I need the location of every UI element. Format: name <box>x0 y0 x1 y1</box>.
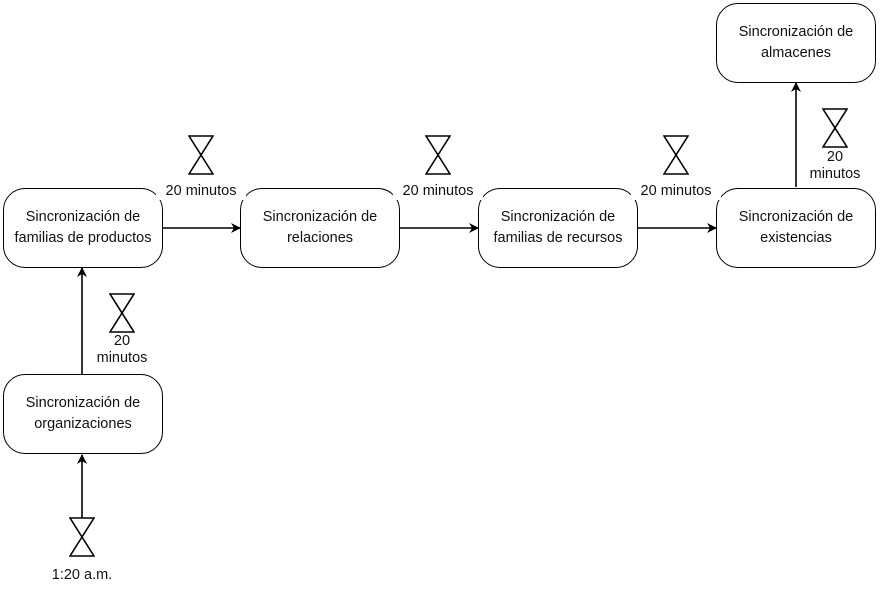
timer-label-stocks-to-warehouses-line1: 20 <box>826 149 844 165</box>
node-relations-line2: relaciones <box>286 230 354 246</box>
timer-label-stocks-to-warehouses-line2: minutos <box>809 166 861 182</box>
node-organizations-sync: Sincronización de organizaciones <box>3 374 163 454</box>
timer-label-org-to-products-line1: 20 <box>113 333 131 349</box>
hourglass-icon <box>822 108 848 148</box>
timer-label-start: 1:20 a.m. <box>42 567 122 584</box>
timer-label-org-to-products-line2: minutos <box>96 350 148 366</box>
node-stocks-line2: existencias <box>760 230 832 246</box>
node-relations-sync: Sincronización de relaciones <box>240 188 400 268</box>
hourglass-icon <box>188 135 214 175</box>
node-resource-families-line2: familias de recursos <box>493 230 623 246</box>
node-organizations-line1: Sincronización de <box>25 395 141 411</box>
node-warehouses-line1: Sincronización de <box>738 24 854 40</box>
timer-label-stocks-to-warehouses: 20 minutos <box>805 149 865 183</box>
node-warehouses-sync: Sincronización de almacenes <box>716 3 876 83</box>
node-warehouses-line2: almacenes <box>760 45 832 61</box>
node-product-families-line2: familias de productos <box>14 230 152 246</box>
hourglass-icon <box>69 517 95 557</box>
hourglass-icon <box>663 135 689 175</box>
node-relations-line1: Sincronización de <box>262 209 378 225</box>
timer-label-products-to-relations: 20 minutos <box>156 183 246 200</box>
timer-label-org-to-products: 20 minutos <box>92 333 152 367</box>
node-product-families-line1: Sincronización de <box>25 209 141 225</box>
node-organizations-line2: organizaciones <box>34 416 132 432</box>
timer-label-relations-to-resources: 20 minutos <box>393 183 483 200</box>
node-product-families-sync: Sincronización de familias de productos <box>3 188 163 268</box>
timer-label-resources-to-stocks: 20 minutos <box>631 183 721 200</box>
node-resource-families-line1: Sincronización de <box>500 209 616 225</box>
node-resource-families-sync: Sincronización de familias de recursos <box>478 188 638 268</box>
node-stocks-sync: Sincronización de existencias <box>716 188 876 268</box>
hourglass-icon <box>109 293 135 333</box>
node-stocks-line1: Sincronización de <box>738 209 854 225</box>
hourglass-icon <box>425 135 451 175</box>
